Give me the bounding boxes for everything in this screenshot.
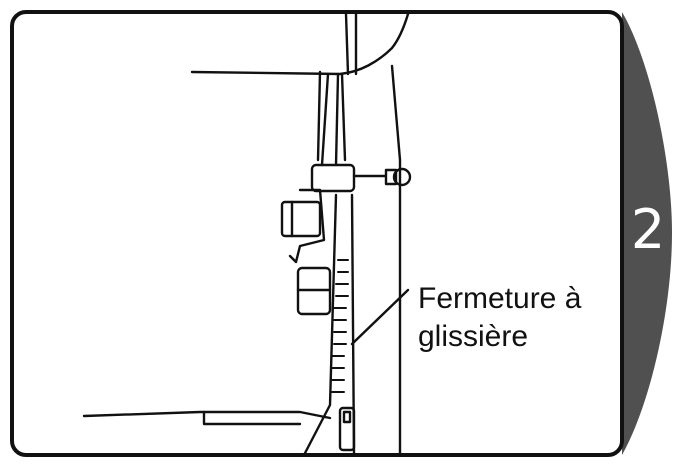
presser-foot-clamp (310, 163, 356, 193)
presser-bar (320, 12, 358, 167)
step-tab (622, 12, 672, 455)
zipper-tape (302, 70, 356, 457)
fabric-bottom-edge (82, 410, 332, 420)
zipper-teeth (331, 259, 349, 393)
thumb-screw-knob (392, 167, 412, 187)
callout-line-2: glissière (418, 320, 529, 353)
zipper-pull-tab (342, 410, 352, 424)
fabric-top-edge (190, 12, 410, 76)
sewing-illustration (82, 12, 412, 457)
callout-leader (350, 288, 410, 346)
zipper-foot-detail (288, 188, 326, 264)
zipper-callout-label: Fermeture à glissière (418, 280, 581, 356)
zipper-foot (280, 200, 322, 238)
callout-line-1: Fermeture à (418, 282, 582, 315)
zipper-pull (338, 406, 356, 452)
frame-border (10, 10, 624, 457)
step-number: 2 (630, 198, 666, 261)
garment-panel (390, 64, 402, 457)
fabric-fold (202, 410, 302, 426)
thumb-screw (352, 168, 398, 186)
